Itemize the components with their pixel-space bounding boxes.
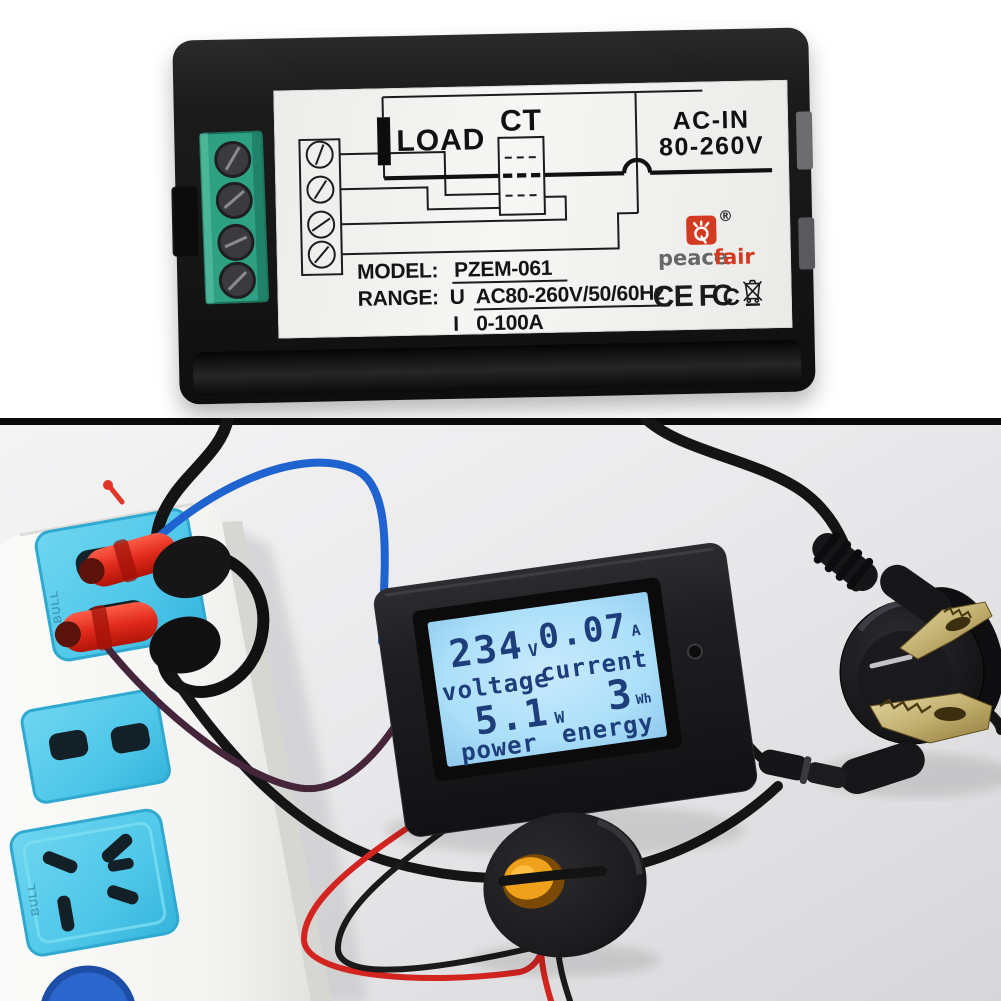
- fcc-mark-f: F: [698, 279, 717, 312]
- wire-through-ct: [498, 866, 607, 886]
- ct-ring: [483, 812, 647, 958]
- barrel-connector: [758, 749, 848, 789]
- case-side-clip: [795, 111, 814, 170]
- weee-icon: [742, 279, 763, 306]
- current-unit: A: [630, 621, 641, 640]
- wiring-diagram: LOAD CT AC-IN 80-260V MODEL: PZEM-061 RA…: [298, 89, 773, 338]
- peacefair-logo: ® peace fair: [658, 207, 756, 271]
- fcc-mark-c1: C: [711, 279, 733, 312]
- outlet-bottom: BULL: [9, 808, 180, 957]
- strip-brand-embossed: BULL: [48, 589, 65, 624]
- clip-jaw-black: [152, 535, 232, 599]
- lcd-screen: [427, 592, 668, 767]
- ac-in-label: AC-IN: [672, 106, 750, 136]
- case-side-clip: [798, 217, 816, 270]
- ct-coil: [470, 812, 660, 976]
- divider-bar: [0, 418, 1001, 426]
- wire-red-tip: [107, 484, 125, 505]
- alligator-clip-bottom: [839, 692, 993, 795]
- reset-button-hole[interactable]: [686, 643, 703, 660]
- wiring-diagram-label: LOAD CT AC-IN 80-260V MODEL: PZEM-061 RA…: [273, 79, 793, 339]
- power-value: 5.1: [472, 690, 552, 744]
- clip-handle-top: [880, 564, 952, 626]
- wire-black-thin: [334, 800, 535, 973]
- fcc-mark-c2: C: [722, 284, 740, 311]
- certification-marks: C E F C C: [652, 279, 763, 314]
- range-i-value: 0-100A: [476, 311, 544, 335]
- spec-block: MODEL: PZEM-061 RANGE: U AC80-260V/50/60…: [357, 257, 670, 338]
- strip-round-button: [41, 965, 135, 1001]
- alligator-clip-top: [880, 564, 993, 660]
- ct-label: CT: [500, 104, 543, 138]
- lcd-readings: 234 V 0.07 A voltage current 5.1 W 3 Wh …: [440, 606, 655, 767]
- clip-handle-bottom: [839, 741, 925, 795]
- model-value: PZEM-061: [454, 257, 553, 282]
- clip-jaws-bottom: [869, 692, 993, 744]
- ac-in-range: 80-260V: [659, 131, 765, 161]
- lamp-icon: [692, 220, 710, 244]
- strip-brand-embossed: BULL: [26, 882, 43, 917]
- plug-assembly: [758, 532, 1001, 797]
- registered-mark: ®: [718, 207, 733, 225]
- wire-red-tip-end: [103, 480, 113, 490]
- clip-jaw-black: [149, 616, 221, 674]
- terminal-block-symbol: [298, 138, 344, 277]
- top-photo-panel: LOAD CT AC-IN 80-260V MODEL: PZEM-061 RA…: [171, 27, 816, 405]
- model-label: MODEL:: [357, 259, 438, 284]
- energy-unit: Wh: [635, 691, 653, 708]
- range-u-prefix: U: [449, 286, 464, 309]
- wire-blue: [131, 458, 389, 646]
- range-u-value: AC80-260V/50/60Hz: [475, 281, 664, 308]
- voltage-value: 234: [446, 623, 526, 677]
- load-symbol: [376, 117, 391, 166]
- clip-jaws-top: [899, 601, 993, 660]
- range-label: RANGE:: [357, 286, 438, 311]
- strain-relief-boot: [812, 532, 878, 591]
- load-label: LOAD: [396, 123, 486, 158]
- ce-mark-e: E: [673, 280, 694, 313]
- terminal-screw-symbols: [305, 140, 336, 269]
- plug-pin: [869, 654, 913, 669]
- terminal-block: [198, 130, 270, 305]
- brand-word-left: peace: [658, 245, 729, 270]
- power-unit: W: [554, 707, 567, 727]
- outlet-middle: [20, 689, 171, 804]
- bottom-photo-panel: BULL BULL: [0, 418, 1001, 1001]
- ct-symbol: [497, 135, 546, 216]
- ce-mark-c: C: [652, 280, 674, 313]
- power-meter: 234 V 0.07 A voltage current 5.1 W 3 Wh …: [373, 543, 758, 837]
- red-test-clips: [54, 533, 232, 674]
- ct-shadow: [470, 944, 660, 976]
- brand-word-right: fair: [714, 245, 756, 270]
- diagram-wires: [339, 89, 773, 256]
- terminal-screws: [214, 140, 256, 299]
- range-i-prefix: I: [453, 313, 459, 336]
- case-mount-tab: [171, 186, 199, 257]
- voltage-unit: V: [527, 640, 540, 661]
- wire-purple: [96, 634, 404, 793]
- power-strip-side: [222, 521, 332, 1001]
